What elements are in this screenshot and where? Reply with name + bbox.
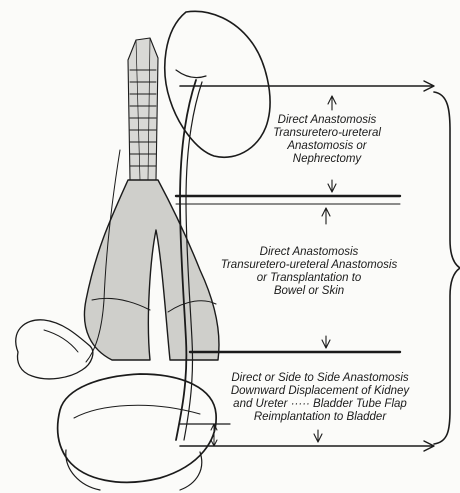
label-line: Direct or Side to Side Anastomosis: [196, 372, 444, 385]
span-arrow-lower: [314, 430, 322, 442]
spine-column: [128, 38, 158, 180]
label-line: Reimplantation to Bladder: [196, 411, 444, 424]
label-line: Downward Displacement of Kidney: [196, 385, 444, 398]
label-line: Direct Anastomosis: [252, 114, 402, 127]
label-line: Transuretero-ureteral Anastomosis: [204, 259, 414, 272]
label-upper-zone: Direct Anastomosis Transuretero-ureteral…: [252, 114, 402, 166]
label-line: Anastomosis or: [252, 140, 402, 153]
label-line: Bowel or Skin: [204, 285, 414, 298]
pelvis-outline: [84, 180, 219, 360]
label-middle-zone: Direct Anastomosis Transuretero-ureteral…: [204, 246, 414, 298]
label-line: Nephrectomy: [252, 153, 402, 166]
span-arrow-flap: [211, 424, 217, 446]
label-line: or Transplantation to: [204, 272, 414, 285]
label-line: and Ureter ····· Bladder Tube Flap: [196, 398, 444, 411]
label-line: Direct Anastomosis: [204, 246, 414, 259]
bowel-loop: [16, 320, 93, 379]
renal-hilum: [176, 70, 206, 78]
label-line: Transuretero-ureteral: [252, 127, 402, 140]
bladder-outline: [58, 374, 217, 482]
label-lower-zone: Direct or Side to Side Anastomosis Downw…: [196, 372, 444, 424]
